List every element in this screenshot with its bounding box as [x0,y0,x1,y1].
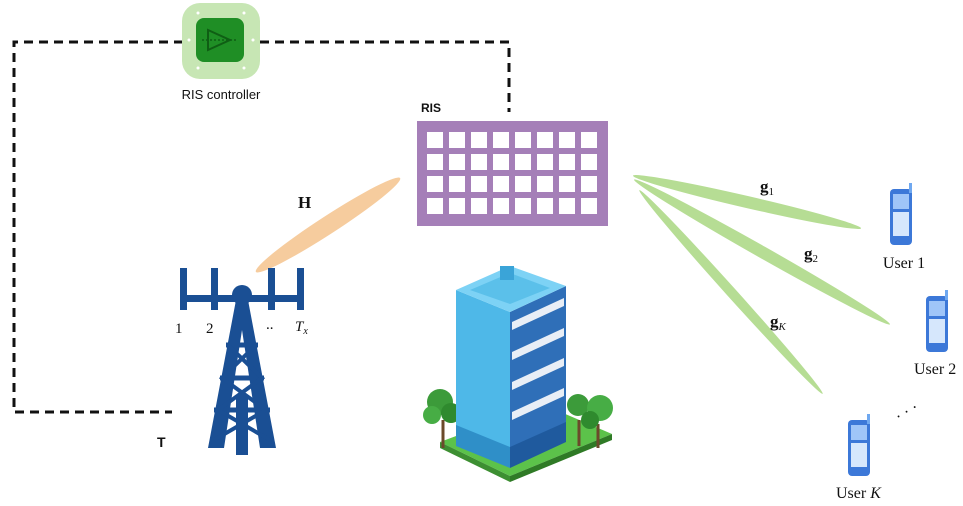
userk-prefix: User [836,485,870,502]
antenna-1-label: 1 [175,321,183,337]
channel-h-beam [255,177,401,273]
ris-element [559,198,575,214]
g2-subscript: 2 [813,253,819,265]
ris-element [515,198,531,214]
antenna-tx-label: Tx [295,319,308,337]
ris-controller-icon [182,3,260,79]
ris-element [471,198,487,214]
ris-element [537,132,553,148]
ris-element [493,176,509,192]
building-icon [423,266,613,482]
ris-element [449,176,465,192]
channel-g1-beam [632,175,862,229]
ris-element [515,132,531,148]
control-link-line-ris [260,40,511,112]
ris-element [559,154,575,170]
ris-element [427,176,443,192]
ris-element [581,176,597,192]
ris-element [449,198,465,214]
ris-element [449,132,465,148]
channel-gk-label: gK [770,312,787,333]
ris-element [449,154,465,170]
ris-element [537,198,553,214]
user2-phone-icon [926,290,948,352]
users-ellipsis: · · · [892,399,921,426]
antenna-2-label: 2 [206,321,214,337]
ris-element [537,154,553,170]
userk-variable: K [869,485,882,502]
ris-element [559,176,575,192]
user1-phone-icon [890,183,912,245]
antenna-dots: .. [266,317,274,333]
ris-element [471,132,487,148]
ris-controller-label: RIS controller [182,87,261,102]
ris-element [581,198,597,214]
ris-element [581,154,597,170]
channel-g2-beam [634,179,890,325]
ris-element [559,132,575,148]
ris-element [493,198,509,214]
userk-phone-icon [848,414,870,476]
g2-base: g [804,244,813,263]
user1-label: User 1 [883,255,925,272]
ris-element [515,154,531,170]
ris-element [493,132,509,148]
g1-subscript: 1 [769,186,775,198]
antenna-tx-subscript: x [302,326,308,337]
ris-element [537,176,553,192]
g1-base: g [760,177,769,196]
ris-element [427,132,443,148]
gk-base: g [770,312,779,331]
ris-element [581,132,597,148]
ris-element [427,198,443,214]
gk-subscript: K [778,321,787,333]
ris-element [471,154,487,170]
channel-h-label: H [298,193,311,212]
ris-panel [417,121,608,226]
ris-element-grid [427,132,597,214]
ris-element [427,154,443,170]
ris-element [471,176,487,192]
transmitter-label: T [157,434,166,450]
ris-element [515,176,531,192]
ris-label: RIS [421,101,441,115]
antenna-tx-base: T [295,319,305,335]
user2-label: User 2 [914,361,956,378]
transmitter-tower-icon [180,268,304,455]
control-link-line [12,40,183,414]
channel-g2-label: g2 [804,244,818,265]
ris-element [493,154,509,170]
userk-label: User K [836,485,882,502]
channel-g1-label: g1 [760,177,774,198]
channel-gk-beam [639,190,823,394]
